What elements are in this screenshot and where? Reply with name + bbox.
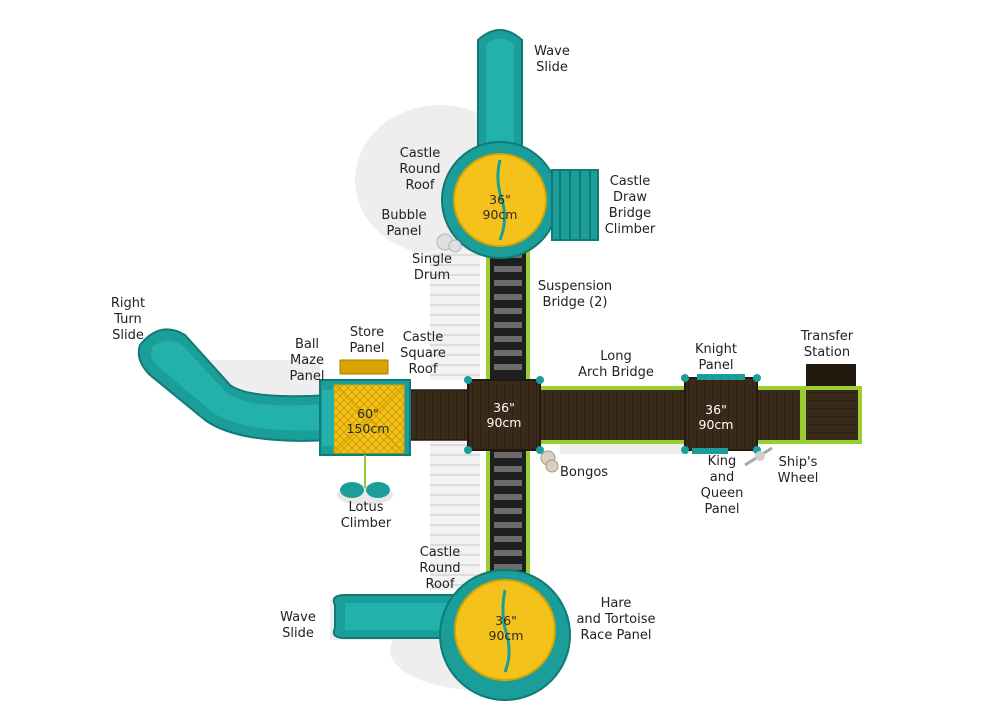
ships-wheel: [744, 446, 773, 467]
dimension-center-deck: 36" 90cm: [486, 400, 522, 430]
label-transfer-station: Transfer Station: [800, 329, 854, 360]
castle-round-roof-bottom: [439, 569, 571, 701]
label-knight-panel: Knight Panel: [695, 342, 737, 373]
label-suspension-bridge: Suspension Bridge (2): [537, 279, 613, 310]
label-castle-draw-bridge-climber: Castle Draw Bridge Climber: [604, 174, 656, 237]
label-king-queen-panel: King and Queen Panel: [700, 454, 744, 517]
label-lotus-climber: Lotus Climber: [340, 500, 392, 531]
long-arch-bridge: [540, 386, 685, 444]
label-ball-maze-panel: Ball Maze Panel: [289, 337, 325, 384]
right-deck: [681, 374, 761, 454]
deck-walkway-left: [404, 389, 471, 441]
label-bongos: Bongos: [559, 465, 609, 480]
label-single-drum: Single Drum: [412, 252, 452, 283]
dimension-square-roof: 60" 150cm: [346, 406, 390, 436]
label-castle-round-roof-bottom: Castle Round Roof: [419, 545, 461, 592]
dimension-right-deck: 36" 90cm: [698, 402, 734, 432]
label-store-panel: Store Panel: [349, 325, 385, 356]
label-hare-tortoise-panel: Hare and Tortoise Race Panel: [576, 596, 656, 643]
wave-slide-top: [477, 29, 523, 161]
label-bubble-panel: Bubble Panel: [381, 208, 427, 239]
label-long-arch-bridge: Long Arch Bridge: [578, 349, 654, 380]
castle-square-roof: [319, 359, 411, 456]
label-right-turn-slide: Right Turn Slide: [110, 296, 146, 343]
king-queen-panel: [692, 448, 728, 454]
castle-round-roof-top: [441, 141, 559, 259]
transfer-station: [800, 364, 862, 444]
castle-draw-bridge-climber: [551, 169, 599, 241]
label-wave-slide-bottom: Wave Slide: [280, 610, 316, 641]
label-ships-wheel: Ship's Wheel: [777, 455, 819, 486]
bubble-panel: [436, 233, 462, 253]
label-castle-square-roof: Castle Square Roof: [400, 330, 446, 377]
bongos: [540, 450, 559, 473]
suspension-bridge-bottom: [486, 445, 530, 590]
dimension-top-round: 36" 90cm: [482, 192, 518, 222]
lotus-climber: [340, 455, 390, 498]
wave-slide-bottom: [332, 594, 471, 639]
label-castle-round-roof-top: Castle Round Roof: [399, 146, 441, 193]
knight-panel: [697, 374, 745, 380]
center-deck: [464, 376, 544, 454]
suspension-bridge-top: [486, 245, 530, 385]
dimension-bottom-round: 36" 90cm: [488, 613, 524, 643]
label-wave-slide-top: Wave Slide: [534, 44, 570, 75]
